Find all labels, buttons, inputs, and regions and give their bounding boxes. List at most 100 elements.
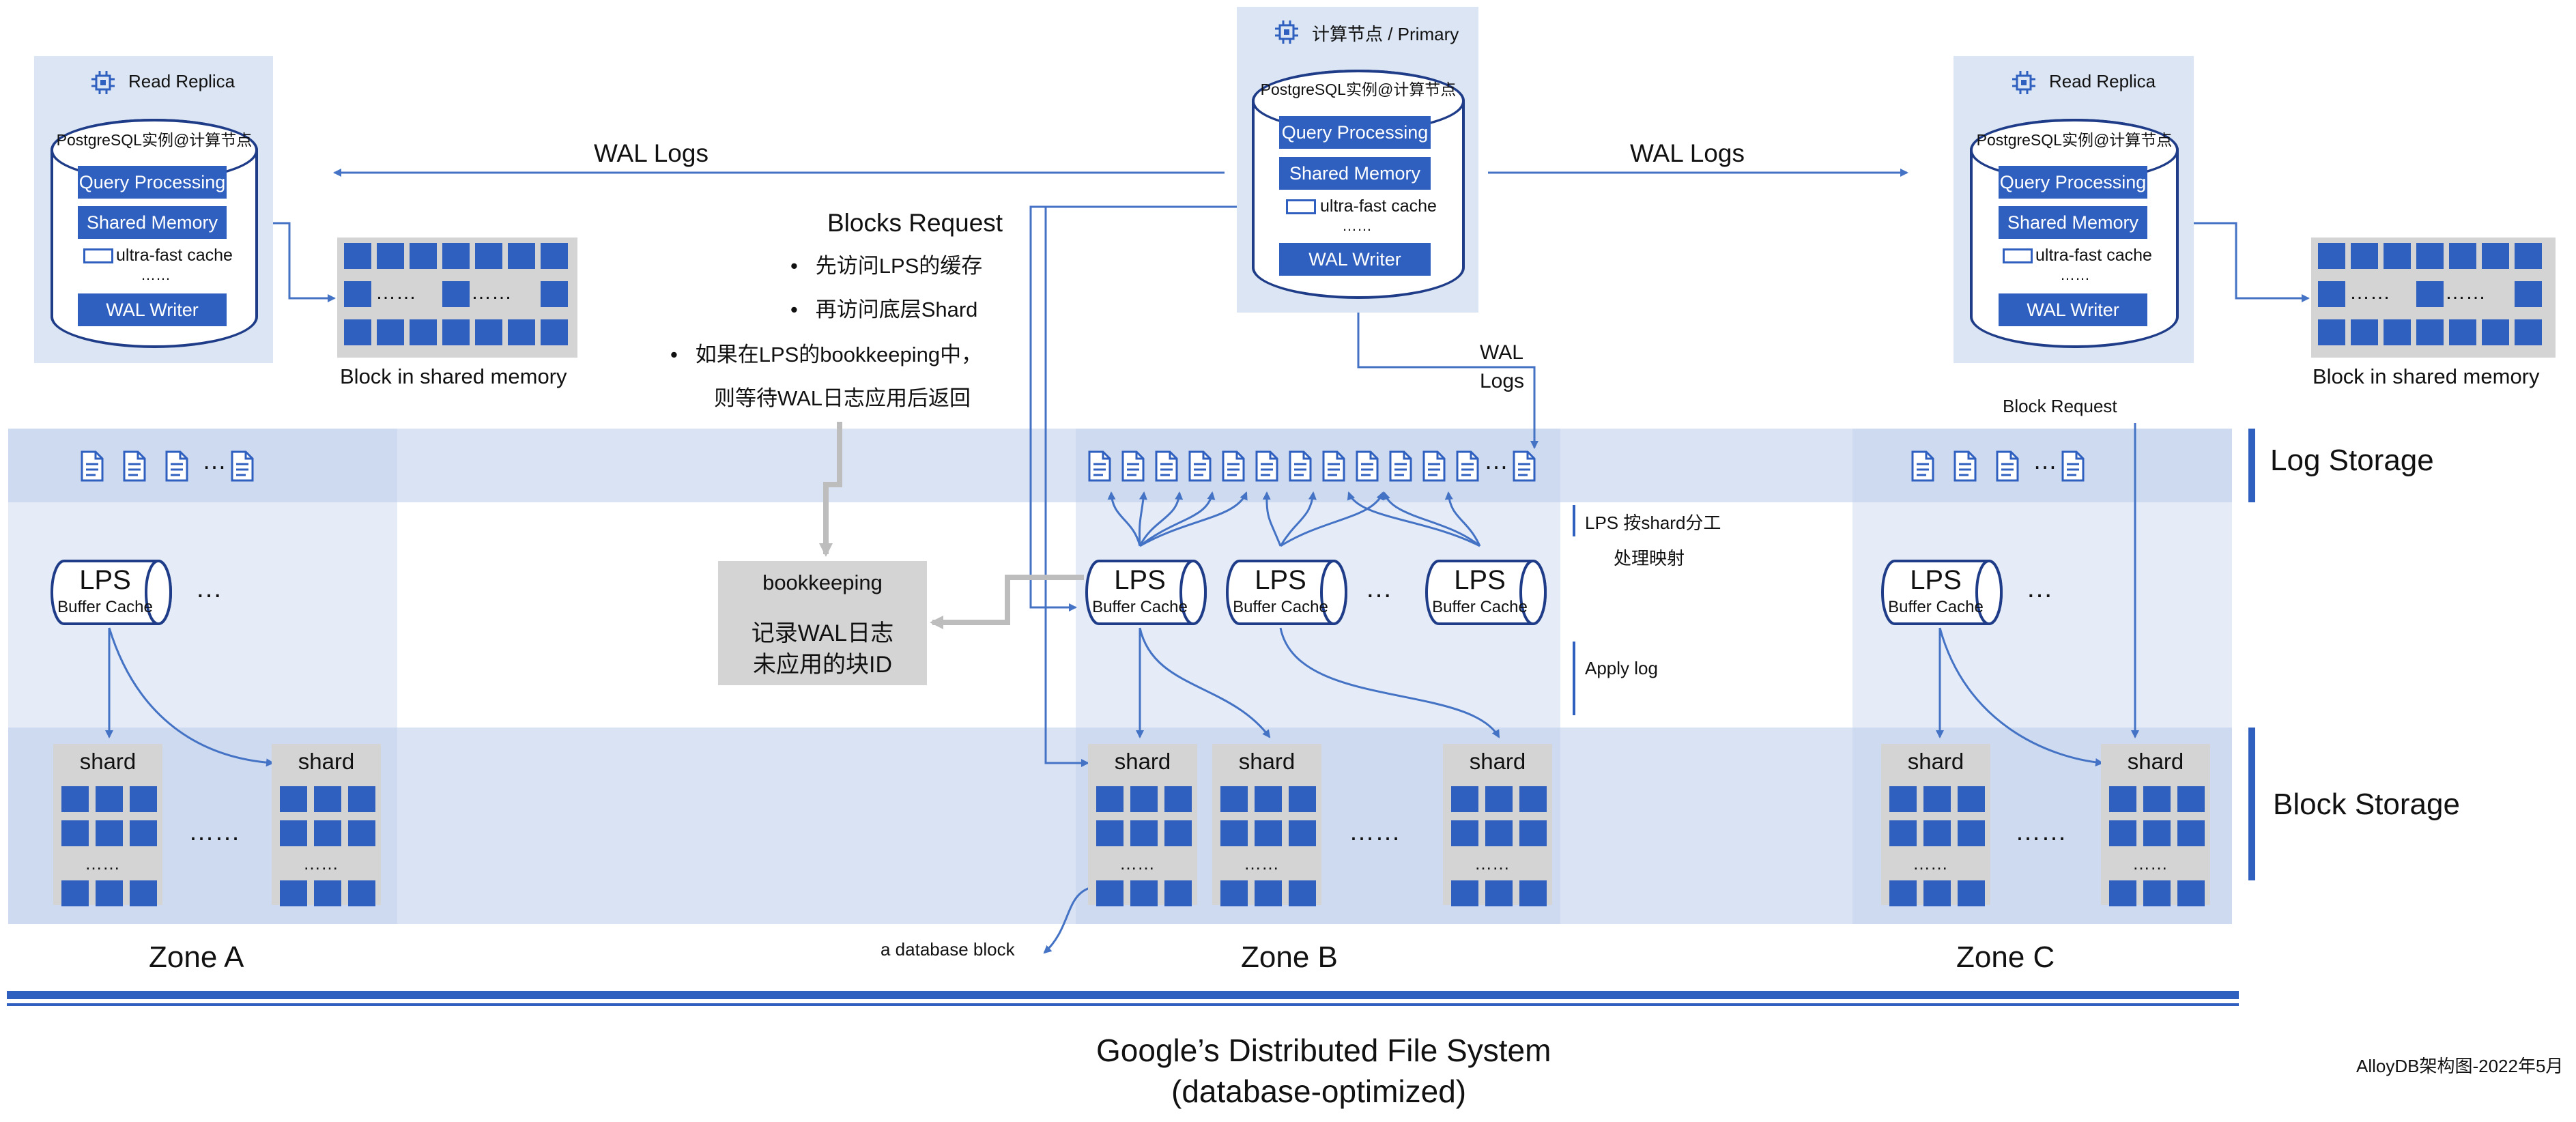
log-file-icon	[231, 450, 254, 482]
bookkeeping-line2: 未应用的块ID	[753, 652, 892, 678]
log-file-icon	[1456, 450, 1479, 482]
database-block	[280, 820, 307, 846]
blocks-request-title: Blocks Request	[827, 209, 1003, 237]
shard-c-1: shard……	[1881, 744, 1990, 906]
database-block	[1096, 786, 1124, 812]
database-block	[1485, 820, 1513, 846]
memory-block	[377, 243, 404, 269]
log-file-icon	[1188, 450, 1212, 482]
database-block	[348, 820, 375, 846]
primary-query-processing: Query Processing	[1279, 116, 1431, 149]
database-block	[1130, 880, 1158, 906]
log-file-icon	[1088, 450, 1111, 482]
database-block	[2177, 786, 2205, 812]
primary-wal-writer: WAL Writer	[1279, 243, 1431, 276]
blocks-request-item-3: • 如果在LPS的bookkeeping中，	[670, 343, 983, 366]
shard-a-1: shard……	[53, 744, 162, 906]
database-block	[96, 820, 123, 846]
block-grid-left-label: Block in shared memory	[340, 364, 567, 388]
database-block	[96, 786, 123, 812]
log-docs-zone-a: …	[81, 446, 285, 491]
replica-left-cache-icon	[83, 248, 113, 263]
lps-zone-c-ellipsis: …	[2026, 573, 2053, 603]
wal-logs-small-1: WAL	[1480, 341, 1523, 364]
database-block	[1096, 880, 1124, 906]
log-file-icon	[1996, 450, 2019, 482]
database-block	[1519, 820, 1547, 846]
shard-dots: ……	[1119, 853, 1155, 874]
shard-a-2: shard……	[272, 744, 381, 906]
gfs-rule-thick	[7, 991, 2239, 999]
primary-cache-icon	[1286, 199, 1316, 214]
database-block	[1164, 786, 1192, 812]
log-storage-band	[8, 429, 2232, 502]
block-grid-right: …………	[2311, 238, 2556, 358]
lps-map-label-2: 处理映射	[1614, 548, 1685, 569]
replica-right-wal-writer: WAL Writer	[1999, 293, 2147, 326]
zone-b-label: Zone B	[1241, 940, 1338, 974]
database-block	[1923, 786, 1951, 812]
memory-block	[2416, 243, 2444, 269]
database-block	[2109, 880, 2136, 906]
blocks-request-item-1: • 先访问LPS的缓存	[790, 254, 983, 278]
database-block-label: a database block	[881, 939, 1015, 960]
log-ellipsis: …	[202, 446, 227, 474]
database-block	[1130, 786, 1158, 812]
memory-block	[344, 319, 371, 345]
shard-title: shard	[2127, 749, 2184, 774]
grid-dots-2: ……	[471, 281, 512, 304]
database-block	[130, 820, 157, 846]
database-block	[2143, 820, 2171, 846]
zone-a-label: Zone A	[149, 940, 244, 974]
database-block	[1485, 786, 1513, 812]
log-file-icon	[81, 450, 104, 482]
database-block	[2143, 880, 2171, 906]
gfs-rule-thin	[7, 1003, 2239, 1006]
blocks-request-item-2: • 再访问底层Shard	[790, 298, 978, 321]
database-block	[1255, 880, 1282, 906]
replica-left-wal-writer: WAL Writer	[78, 293, 227, 326]
log-docs-zone-c: …	[1911, 446, 2116, 491]
database-block	[1519, 880, 1547, 906]
database-block	[1889, 820, 1917, 846]
shard-b-2: shard……	[1212, 744, 1321, 906]
log-file-icon	[1255, 450, 1278, 482]
shard-dots: ……	[85, 853, 120, 874]
memory-block	[2482, 319, 2509, 345]
log-file-icon	[1911, 450, 1934, 482]
log-storage-bar	[2248, 429, 2255, 502]
grid-dots-1: ……	[2349, 281, 2390, 304]
log-file-icon	[123, 450, 146, 482]
database-block	[1889, 880, 1917, 906]
log-file-icon	[1121, 450, 1145, 482]
database-block	[1889, 786, 1917, 812]
log-docs-zone-b: …	[1088, 446, 1552, 491]
memory-block	[2318, 281, 2345, 307]
memory-block	[2416, 319, 2444, 345]
log-file-icon	[1954, 450, 1977, 482]
memory-block	[377, 319, 404, 345]
log-file-icon	[2061, 450, 2085, 482]
bookkeeping-title: bookkeeping	[762, 571, 883, 594]
memory-block	[442, 281, 470, 307]
database-block	[2143, 786, 2171, 812]
apply-log-bar	[1573, 642, 1575, 715]
log-file-icon	[1389, 450, 1412, 482]
database-block	[61, 820, 89, 846]
memory-block	[2515, 319, 2542, 345]
database-block	[1923, 880, 1951, 906]
apply-log-label: Apply log	[1585, 658, 1658, 678]
replica-left-title: Read Replica	[128, 71, 235, 91]
memory-block	[2482, 243, 2509, 269]
block-grid-right-label: Block in shared memory	[2313, 364, 2540, 388]
replica-right-dots: ……	[2060, 266, 2090, 283]
lps-title: LPS	[1114, 565, 1166, 595]
grid-dots-1: ……	[375, 281, 416, 304]
memory-block	[2384, 243, 2411, 269]
database-block	[314, 880, 341, 906]
shard-b-ellipsis: ……	[1349, 818, 1401, 846]
database-block	[1485, 880, 1513, 906]
